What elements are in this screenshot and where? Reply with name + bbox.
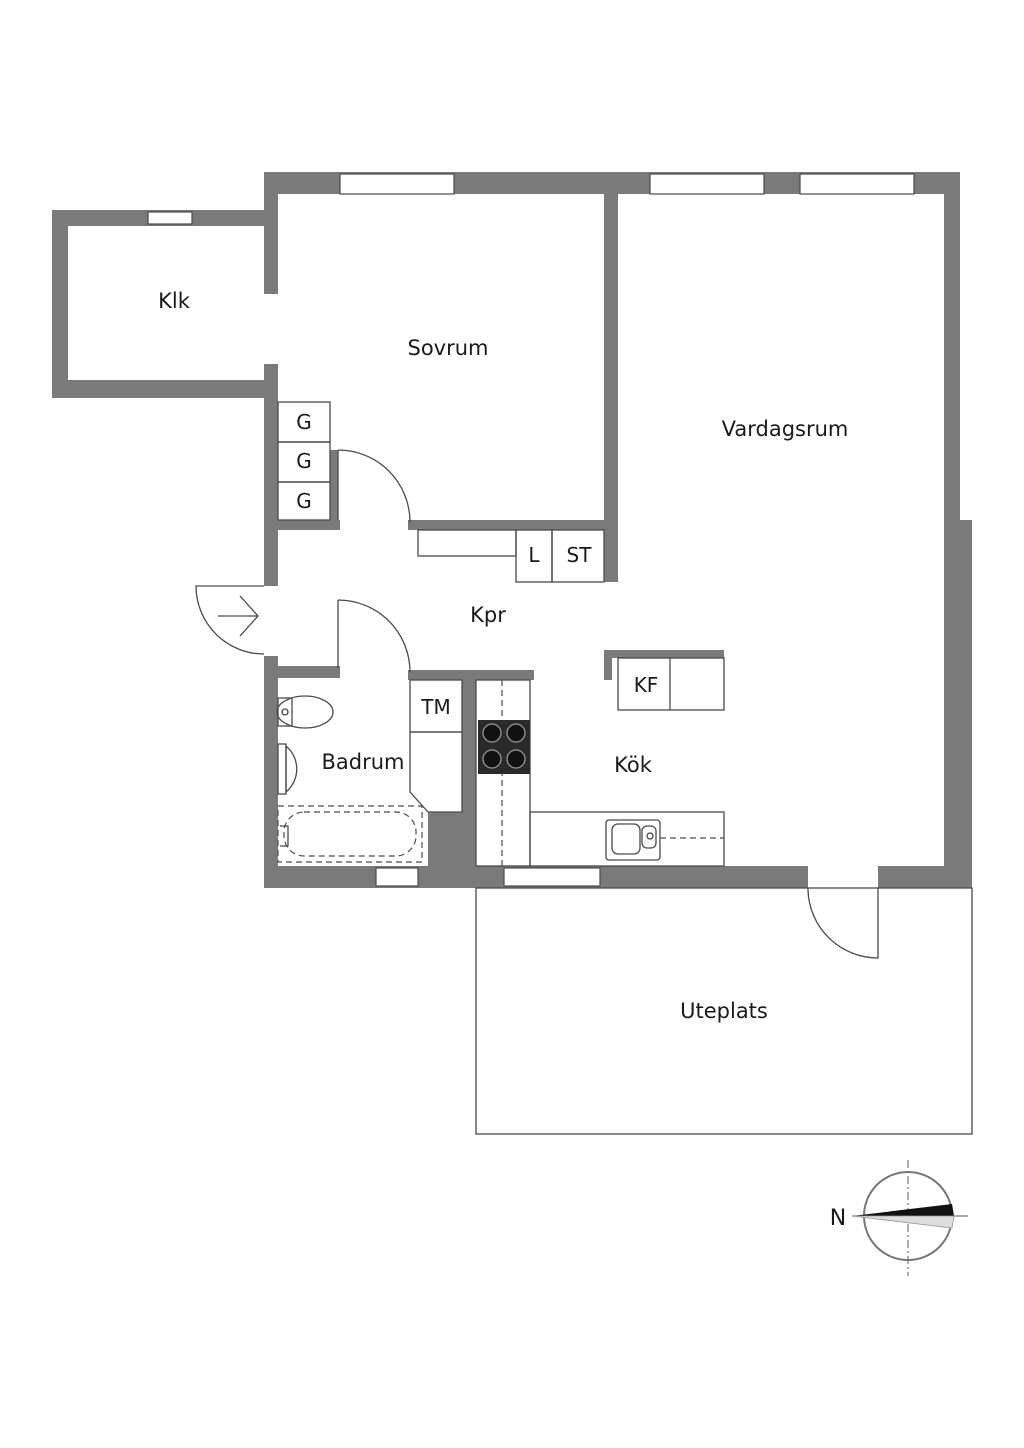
fixture-labels: G G G L ST TM KF <box>296 410 658 719</box>
terrace-door <box>807 888 879 959</box>
entrance-door <box>195 585 265 655</box>
entrance-arrow-icon <box>218 595 259 637</box>
doors <box>195 449 879 959</box>
fridge-freezer-label: KF <box>634 673 659 697</box>
fixtures <box>276 401 973 1135</box>
linen-label: L <box>528 543 540 567</box>
compass-needle-south-icon <box>851 1215 955 1229</box>
room-label-uteplats: Uteplats <box>680 999 768 1023</box>
room-label-kpr: Kpr <box>470 603 506 627</box>
room-label-vardagsrum: Vardagsrum <box>722 417 849 441</box>
room-labels: Klk Sovrum Vardagsrum Kpr Badrum Kök Ute… <box>158 289 848 1023</box>
bedroom-door <box>337 449 411 523</box>
wardrobe-label-3: G <box>296 489 312 513</box>
windows <box>147 173 915 887</box>
compass-needle-north-icon <box>852 1204 954 1216</box>
wardrobe-label-1: G <box>296 410 312 434</box>
room-label-sovrum: Sovrum <box>407 336 488 360</box>
compass-north-label: N <box>830 1206 846 1231</box>
room-label-klk: Klk <box>158 289 191 313</box>
washing-machine-label: TM <box>420 695 450 719</box>
room-label-kok: Kök <box>614 753 653 777</box>
compass: N <box>830 1160 968 1276</box>
bathroom-door <box>337 599 411 673</box>
room-label-badrum: Badrum <box>321 750 404 774</box>
wardrobe-label-2: G <box>296 449 312 473</box>
storage-label: ST <box>567 543 593 567</box>
